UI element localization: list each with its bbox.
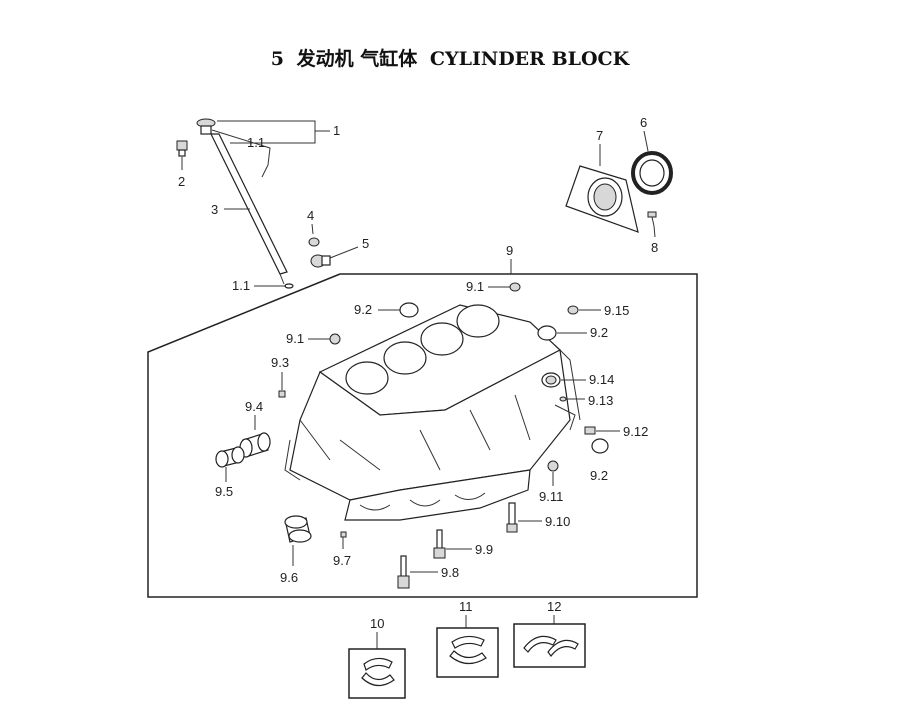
callout-11: 11 [459, 599, 473, 614]
bushing-9-4-part [239, 432, 271, 458]
callout-leader-8 [653, 225, 656, 238]
callout-8: 8 [651, 240, 658, 255]
bearing-set-11-box [436, 627, 499, 678]
callout-2: 2 [178, 174, 185, 189]
core-plug-9-2-c-part [591, 438, 609, 454]
plug-9-14-part [541, 372, 561, 388]
plug-4-part [308, 237, 320, 247]
callout-7: 7 [596, 128, 603, 143]
callout-9-8: 9.8 [441, 565, 459, 580]
plug-5-part [310, 254, 331, 268]
plug-9-15-part [567, 305, 579, 315]
oil-seal-part [631, 151, 673, 195]
callout-1: 1 [333, 123, 340, 138]
callout-1-1-lower: 1.1 [232, 278, 250, 293]
core-plug-9-2-b-part [537, 325, 557, 341]
callout-5: 5 [362, 236, 369, 251]
callout-9-2-lower: 9.2 [590, 468, 608, 483]
callout-3: 3 [211, 202, 218, 217]
callout-9-1-lower: 9.1 [286, 331, 304, 346]
bolt-9-10-part [506, 502, 518, 533]
callout-leader-5 [329, 246, 359, 259]
block-assembly-frame [147, 273, 698, 598]
dowel-9-3-part [278, 390, 286, 398]
bolt-9-8-part [397, 555, 410, 589]
thrust-washer-12-box [513, 623, 586, 668]
diagram-title: 5 发动机 气缸体 CYLINDER BLOCK [0, 44, 900, 71]
callout-9-2-upper-left: 9.2 [354, 302, 372, 317]
title-english: CYLINDER BLOCK [429, 48, 630, 70]
plug-9-1-lower-part [329, 333, 341, 345]
callout-9-15: 9.15 [604, 303, 629, 318]
dipstick-tip-part [284, 283, 294, 289]
bearing-10-part [361, 657, 395, 687]
callout-9-11: 9.11 [539, 489, 563, 504]
callout-1-1-upper: 1.1 [247, 135, 265, 150]
callout-9-1-upper: 9.1 [466, 279, 484, 294]
callout-9: 9 [506, 243, 513, 258]
cylinder-block-part [284, 304, 581, 521]
callout-4: 4 [307, 208, 314, 223]
callout-leader-1 [217, 120, 316, 144]
callout-6: 6 [640, 115, 647, 130]
callout-9-2-right: 9.2 [590, 325, 608, 340]
plug-9-1-upper-part [509, 282, 521, 292]
core-plug-9-2-a-part [399, 302, 419, 318]
callout-9-3: 9.3 [271, 355, 289, 370]
thrust-washer-12-part [523, 635, 579, 657]
callout-9-10: 9.10 [545, 514, 570, 529]
title-number: 5 [270, 48, 285, 70]
seal-retainer-part [565, 165, 639, 233]
bearing-set-10-box [348, 648, 406, 699]
pin-9-7-part [340, 531, 347, 549]
bolt-8-part [647, 211, 657, 227]
callout-10: 10 [370, 616, 384, 631]
callout-leader-4 [311, 223, 314, 235]
callout-12: 12 [547, 599, 561, 614]
bolt-9-9-part [433, 529, 446, 559]
callout-9-4: 9.4 [245, 399, 263, 414]
callout-9-14: 9.14 [589, 372, 614, 387]
bearing-11-part [449, 635, 487, 665]
callout-leader-6 [643, 130, 649, 152]
title-chinese: 发动机 气缸体 [296, 48, 418, 70]
dipstick-part [196, 118, 288, 285]
guide-bolt-part [176, 140, 188, 157]
callout-9-13: 9.13 [588, 393, 613, 408]
callout-9-6: 9.6 [280, 570, 298, 585]
bushing-9-5-part [215, 446, 245, 468]
callout-9-9: 9.9 [475, 542, 493, 557]
plug-9-12-part [584, 426, 596, 435]
callout-9-5: 9.5 [215, 484, 233, 499]
pin-9-13-part [559, 396, 567, 402]
bushing-9-6-part [284, 515, 312, 543]
nut-9-11-part [547, 460, 559, 472]
callout-9-7: 9.7 [333, 553, 351, 568]
callout-9-12: 9.12 [623, 424, 648, 439]
